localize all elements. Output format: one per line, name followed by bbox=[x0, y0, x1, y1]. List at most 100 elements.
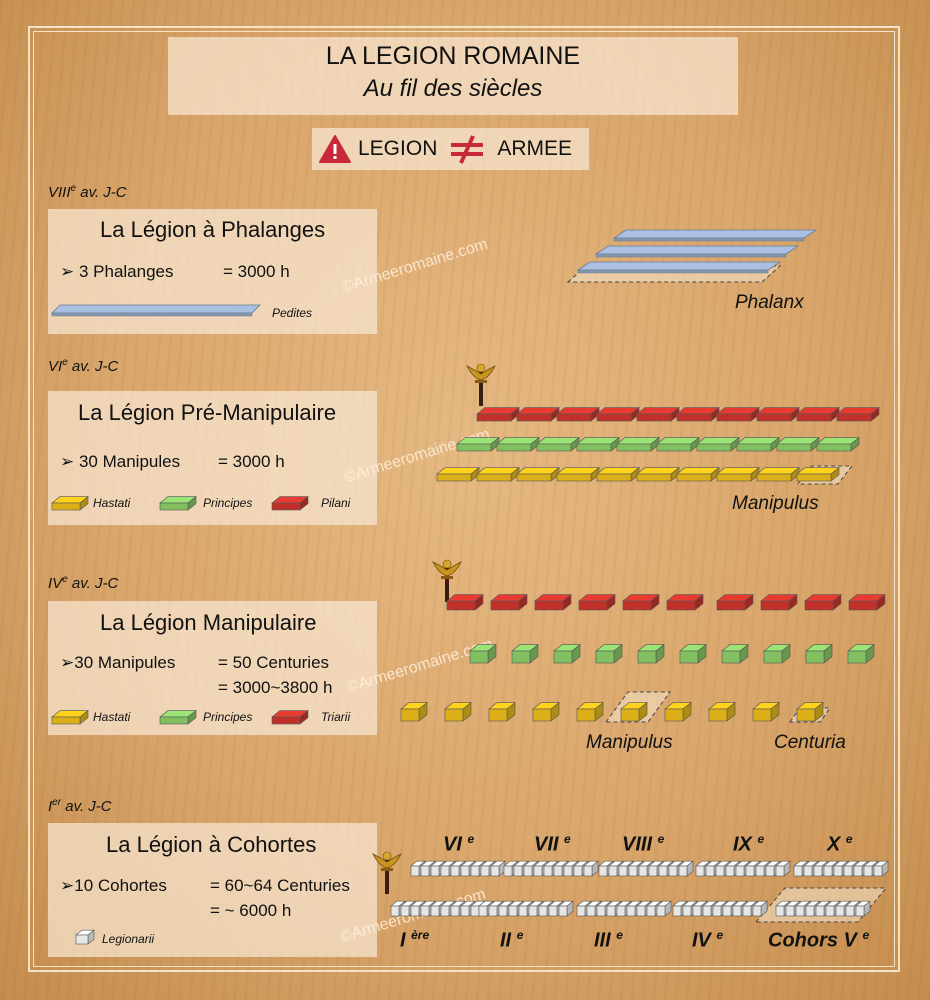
era-label-1: VIIIe av. J-C bbox=[48, 183, 127, 201]
legend-legionarii-label: Legionarii bbox=[102, 932, 155, 946]
section4-total: = ~ 6000 h bbox=[210, 901, 292, 920]
cohort-label-5: Cohors V e bbox=[768, 928, 870, 952]
page-subtitle: Au fil des siècles bbox=[363, 75, 543, 102]
standard-eagle-3 bbox=[432, 559, 462, 602]
cohort-label-3: III e bbox=[594, 928, 623, 952]
section-title-manipulaire: La Légion Manipulaire bbox=[100, 610, 317, 635]
warning-legion: LEGION bbox=[358, 137, 438, 160]
principes-block-3 bbox=[536, 436, 580, 452]
hastati-manip-block-5 bbox=[576, 701, 604, 722]
cohort-10-man-9 bbox=[873, 860, 889, 877]
principes-block-10 bbox=[816, 436, 860, 452]
pilani-block-7 bbox=[716, 406, 760, 422]
hastati-manip-block-10 bbox=[796, 701, 824, 722]
cohort-label-10: X e bbox=[827, 832, 853, 856]
era-label-4: Ier av. J-C bbox=[48, 797, 112, 815]
phalanx-rank-1-edge bbox=[613, 237, 805, 242]
phalanx-rank-3 bbox=[576, 261, 782, 271]
standard-eagle-4 bbox=[372, 851, 402, 894]
principes-block-5 bbox=[616, 436, 660, 452]
legend-principes-label-3: Principes bbox=[203, 710, 253, 724]
pilani-block-6 bbox=[676, 406, 720, 422]
principes-block-7 bbox=[696, 436, 740, 452]
principes-block-2 bbox=[496, 436, 540, 452]
legend-pedites-swatch-edge bbox=[51, 312, 253, 317]
pilani-block-4 bbox=[596, 406, 640, 422]
principes-manip-block-6 bbox=[679, 643, 707, 664]
pilani-block-8 bbox=[756, 406, 800, 422]
section-panel-pre-manipulaire bbox=[48, 391, 377, 525]
outer-frame bbox=[28, 26, 900, 972]
warning-panel: LEGION ARMEE bbox=[312, 128, 589, 170]
hastati-manip-block-1 bbox=[400, 701, 428, 722]
principes-manip-block-7 bbox=[721, 643, 749, 664]
triarii-block-8 bbox=[760, 593, 798, 611]
cohort-9-man-9 bbox=[775, 860, 791, 877]
legend-triarii-label: Triarii bbox=[321, 710, 351, 724]
principes-block-4 bbox=[576, 436, 620, 452]
legend-hastati-swatch-2 bbox=[51, 495, 89, 511]
section4-count: ➢10 Cohortes bbox=[60, 876, 167, 895]
cohort-7-man-9 bbox=[583, 860, 599, 877]
phalanx-rank-2 bbox=[594, 245, 800, 255]
title-panel: LA LEGION ROMAINE Au fil des siècles bbox=[168, 37, 738, 115]
legend-triarii-swatch bbox=[271, 709, 309, 725]
cohort-label-8: VIII e bbox=[622, 832, 665, 856]
section-panel-manipulaire bbox=[48, 601, 377, 735]
section2-total: = 3000 h bbox=[218, 452, 285, 471]
principes-block-1 bbox=[456, 436, 500, 452]
principes-manip-block-10 bbox=[847, 643, 875, 664]
hastati-block-5 bbox=[596, 466, 640, 482]
triarii-block-6 bbox=[666, 593, 704, 611]
legend-principes-swatch-2 bbox=[159, 495, 197, 511]
hastati-block-7 bbox=[676, 466, 720, 482]
section3-total: = 3000~3800 h bbox=[218, 678, 333, 697]
not-equal-icon bbox=[451, 135, 484, 164]
hastati-block-9 bbox=[756, 466, 800, 482]
hastati-block-3 bbox=[516, 466, 560, 482]
hastati-manip-block-9 bbox=[752, 701, 780, 722]
cohort-5-man-9 bbox=[855, 900, 871, 917]
manipulus-label-3: Manipulus bbox=[586, 732, 673, 753]
principes-manip-block-4 bbox=[595, 643, 623, 664]
section-title-cohortes: La Légion à Cohortes bbox=[106, 832, 317, 857]
cohort-3-man-9 bbox=[656, 900, 672, 917]
section4-centuries: = 60~64 Centuries bbox=[210, 876, 350, 895]
standard-eagle-2 bbox=[466, 363, 496, 406]
cohort-2-man-9 bbox=[558, 900, 574, 917]
era-label-3: IVe av. J-C bbox=[48, 574, 119, 592]
inner-frame bbox=[33, 31, 895, 967]
triarii-block-4 bbox=[578, 593, 616, 611]
hastati-manip-block-2 bbox=[444, 701, 472, 722]
cohort-8-man-9 bbox=[678, 860, 694, 877]
triarii-block-3 bbox=[534, 593, 572, 611]
section3-centuries: = 50 Centuries bbox=[218, 653, 330, 672]
pilani-block-2 bbox=[516, 406, 560, 422]
cohort-label-4: IV e bbox=[692, 928, 724, 952]
section-title-pre-manipulaire: La Légion Pré-Manipulaire bbox=[78, 400, 337, 425]
cohort-label-9: IX e bbox=[733, 832, 765, 856]
manipulus-label-2: Manipulus bbox=[732, 493, 819, 514]
hastati-manip-block-4 bbox=[532, 701, 560, 722]
legend-pilani-swatch bbox=[271, 495, 309, 511]
legend-principes-label-2: Principes bbox=[203, 496, 253, 510]
principes-manip-block-3 bbox=[553, 643, 581, 664]
legend-principes-swatch-3 bbox=[159, 709, 197, 725]
triarii-block-1 bbox=[446, 593, 484, 611]
principes-block-8 bbox=[736, 436, 780, 452]
section-title-phalanges: La Légion à Phalanges bbox=[100, 217, 326, 242]
hastati-block-6 bbox=[636, 466, 680, 482]
hastati-block-1 bbox=[436, 466, 480, 482]
hastati-manip-block-7 bbox=[664, 701, 692, 722]
triarii-block-7 bbox=[716, 593, 754, 611]
triarii-block-10 bbox=[848, 593, 886, 611]
section1-count: ➢ 3 Phalanges bbox=[60, 262, 174, 281]
hastati-block-4 bbox=[556, 466, 600, 482]
hastati-manip-block-8 bbox=[708, 701, 736, 722]
triarii-block-2 bbox=[490, 593, 528, 611]
centuria-label: Centuria bbox=[774, 732, 846, 753]
principes-manip-block-5 bbox=[637, 643, 665, 664]
section3-count: ➢30 Manipules bbox=[60, 653, 176, 672]
